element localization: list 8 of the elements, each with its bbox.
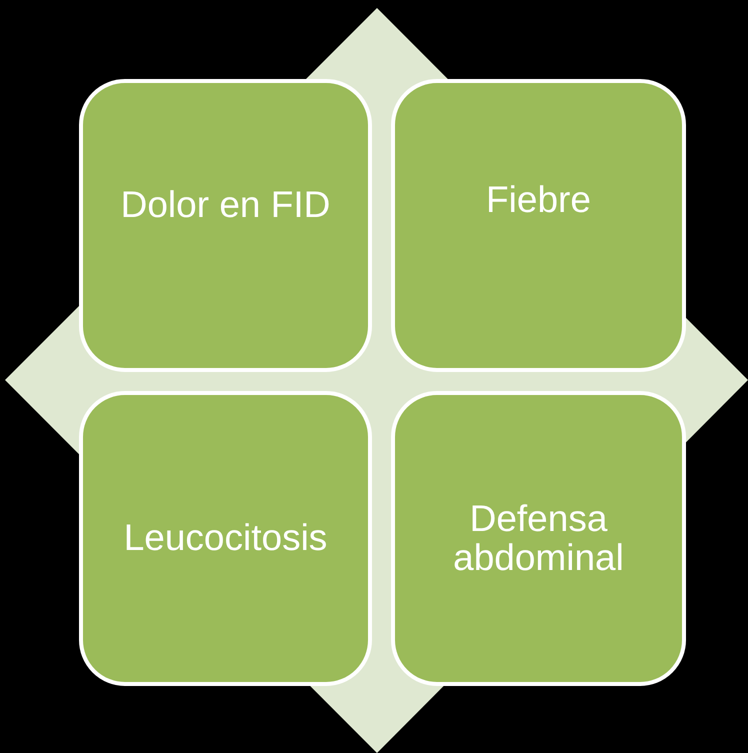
node-label: Defensa abdominal: [452, 500, 625, 578]
rounded-square: [391, 391, 686, 686]
node-label: Fiebre: [486, 181, 591, 220]
rounded-square: [79, 391, 372, 686]
rounded-square: [79, 79, 372, 372]
node-label: Leucocitosis: [124, 519, 328, 558]
rounded-square: [391, 79, 686, 372]
node-label: Dolor en FID: [120, 186, 330, 225]
